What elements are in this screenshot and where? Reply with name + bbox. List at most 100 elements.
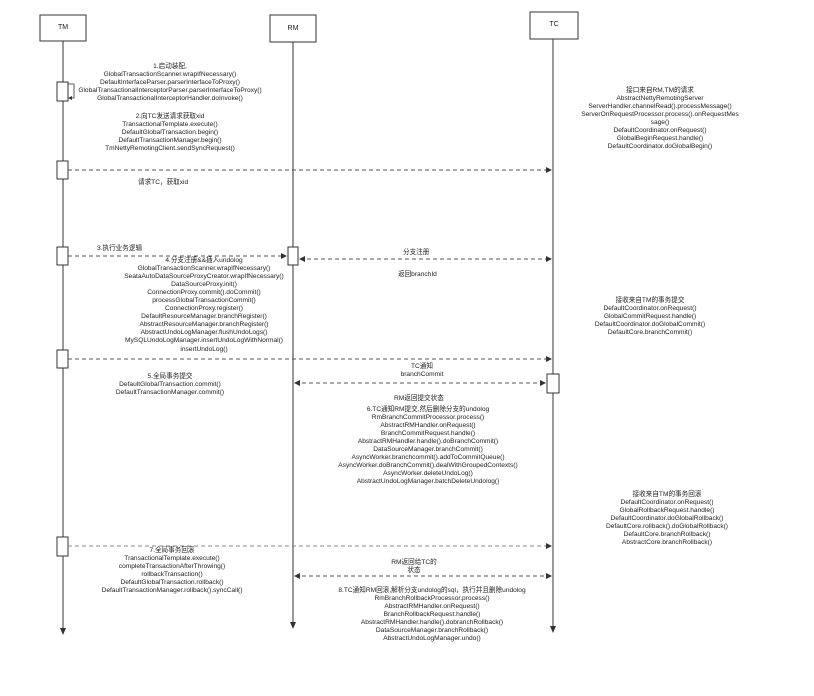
note-tc-notify-rm-commit-line: DataSourceManager.branchCommit() [373, 446, 483, 454]
note-tc-notify-rm-commit-line: AsyncWorker.branchcommit().addToCommitQu… [351, 454, 505, 462]
note-global-commit-line: 5.全局事务提交 [147, 373, 193, 380]
note-tc-notify-rm-rollback-line: AbstractUndoLogManager.undo() [383, 635, 481, 643]
note-tc-notify-rm-rollback-line: RmBranchRollbackProcessor.process() [374, 595, 490, 603]
note-tc-rollback-received-line: DefaultCore.rollback().doGlobalRollback(… [605, 523, 729, 531]
label-tc-notify-branch-commit-line: TC通知 [411, 363, 433, 370]
tc-activation-1 [546, 373, 560, 394]
label-rm-return-tc-status-line: RM返回给TC的 [391, 559, 437, 566]
note-tc-commit-received-line: DefaultCore.branchCommit() [607, 329, 693, 337]
participant-tm-box [39, 14, 87, 42]
note-tc-notify-rm-rollback-line: DataSourceManager.branchRollback() [375, 627, 489, 635]
note-tc-commit-received-line: DefaultCoordinator.doGlobalCommit() [594, 321, 706, 329]
note-tc-notify-rm-rollback: 8.TC通知RM回滚,解析分支undolog的sql，执行并且删除undolog… [300, 587, 564, 643]
note-get-xid-line: DefaultGlobalTransaction.begin() [121, 129, 219, 137]
note-tc-request-line: sage() [650, 119, 670, 127]
note-get-xid-line: TmNettyRemotingClient.sendSyncRequest() [105, 145, 235, 153]
note-tc-request-line: ServerHandler.channelRead().processMessa… [588, 103, 732, 111]
note-tc-notify-rm-rollback-line: AbstractRMHandler.onRequest() [384, 603, 480, 611]
note-global-rollback-line: completeTransactionAfterThrowing() [118, 563, 226, 571]
note-tc-rollback-received-line: 接收来自TM的事务回滚 [632, 491, 702, 498]
note-tc-notify-rm-commit-line: AsyncWorker.doBranchCommit().dealWithGro… [338, 462, 518, 470]
note-tc-request-line: GlobalBeginRequest.handle() [616, 135, 704, 143]
label-rm-return-tc-status: RM返回给TC的状态 [364, 559, 464, 575]
note-global-commit-line: DefaultGlobalTransaction.commit() [119, 381, 221, 389]
note-tc-request-line: AbstractNettyRemotingServer [616, 95, 704, 103]
label-request-xid: 请求TC，获取xid [138, 179, 189, 186]
note-branch-register-undolog-line: insertUndoLog() [180, 345, 228, 353]
tm-activation-3 [56, 246, 69, 266]
note-branch-register-undolog-line: AbstractUndoLogManager.flushUndoLogs() [140, 329, 268, 337]
note-tc-commit-received-line: GlobalCommitRequest.handle() [603, 313, 697, 321]
note-branch-register-undolog-line: MySQLUndoLogManager.insertUndoLogWithNor… [125, 337, 283, 345]
note-global-rollback-line: DefaultGlobalTransaction.rollback() [120, 579, 224, 587]
tm-activation-5 [56, 536, 69, 557]
note-startup-line: 1.启动装配, [153, 63, 187, 70]
note-global-commit-line: DefaultTransactionManager.commit() [115, 389, 225, 397]
note-get-xid-line: DefaultTransactionManager.begin() [118, 137, 222, 145]
note-get-xid-line: 2.向TC发送请求获取xid [135, 113, 205, 120]
note-branch-register-undolog-line: GlobalTransactionScanner.wrapIfNecessary… [137, 265, 271, 273]
label-tc-notify-branch-commit-line: branchCommit [400, 371, 444, 379]
tm-lifeline-end-arrow [60, 628, 66, 635]
label-business-logic: 3.执行业务逻辑 [97, 245, 143, 252]
note-branch-register-undolog-line: AbstractResourceManager.branchRegister() [139, 321, 269, 329]
tm-self-call-arrow [68, 96, 72, 100]
tm-activation-4 [56, 349, 69, 369]
participant-tm-label: TM [57, 24, 69, 31]
note-tc-notify-rm-commit-line: AbstractRMHandler.onRequest() [380, 422, 476, 430]
label-rm-return-commit: RM返回提交状态 [394, 395, 444, 402]
note-branch-register-undolog-line: SeataAutoDataSourceProxyCreator.wrapIfNe… [124, 273, 284, 281]
note-startup-line: GlobalTransactionalInterceptorHandler.do… [97, 95, 243, 103]
participant-rm-label: RM [287, 25, 299, 32]
note-tc-request-line: DefaultCoordinator.doGlobalBegin() [607, 143, 713, 151]
note-tc-rollback-received-line: DefaultCoordinator.onRequest() [620, 499, 714, 507]
label-branch-register: 分支注册 [403, 249, 430, 256]
note-tc-rollback-received-line: DefaultCore.branchRollback() [623, 531, 711, 539]
note-tc-notify-rm-commit-line: 6.TC通知RM提交,然后删除分支的undolog [366, 406, 490, 413]
note-branch-register-undolog-line: DefaultResourceManager.branchRegister() [141, 313, 267, 321]
note-branch-register-undolog-line: ConnectionProxy.commit().doCommit() [147, 289, 261, 297]
label-return-branchid: 返回branchId [398, 271, 437, 278]
note-tc-notify-rm-commit-line: BranchCommitRequest.handle() [380, 430, 476, 438]
note-global-rollback-line: rollbackTransaction() [141, 571, 203, 579]
note-global-rollback-line: TransactionalTemplate.execute() [124, 555, 220, 563]
note-tc-rollback-received-line: DefaultCoordinator.doGlobalRollback() [610, 515, 724, 523]
tm-activation-2 [56, 160, 69, 180]
note-tc-notify-rm-commit-line: RmBranchCommitProcessor.process() [371, 414, 485, 422]
note-get-xid-line: TransactionalTemplate.execute() [122, 121, 218, 129]
label-rm-return-tc-status-line: 状态 [407, 567, 421, 575]
note-tc-commit-received-line: 接收来自TM的事务提交 [615, 297, 685, 304]
rm-lifeline-end-arrow [290, 622, 296, 629]
note-startup: 1.启动装配,GlobalTransactionScanner.wrapIfNe… [70, 63, 270, 103]
note-tc-request-line: ServerOnRequestProcessor.process().onReq… [581, 111, 739, 119]
tm-activation-1 [56, 81, 69, 102]
note-branch-register-undolog-line: ConnectionProxy.register() [165, 305, 243, 313]
note-startup-line: GlobalTransactionalInterceptorParser.par… [78, 87, 262, 95]
note-branch-register-undolog-line: processGlobalTransactionCommit() [152, 297, 256, 305]
note-branch-register-undolog-line: 4.分支注册&&插入undolog [165, 257, 243, 264]
note-tc-request-line: DefaultCoordinator.onRequest() [613, 127, 707, 135]
participant-tc-box [529, 11, 579, 40]
note-branch-register-undolog-line: DataSourceProxy.init() [171, 281, 237, 289]
note-tc-notify-rm-commit-line: AsyncWorker.deleteUndoLog() [383, 470, 473, 478]
participant-tc-label: TC [549, 21, 559, 28]
rm-activation-1 [287, 246, 299, 266]
note-tc-request-line: 接口来自RM,TM的请求 [626, 87, 694, 94]
note-tc-rollback-received-line: AbstractCore.branchRollback() [621, 539, 713, 547]
note-startup-line: GlobalTransactionScanner.wrapIfNecessary… [103, 71, 237, 79]
tc-lifeline-end-arrow [550, 626, 556, 633]
note-startup-line: DefaultInterfaceParser.parserInterfaceTo… [100, 79, 240, 87]
participant-rm-box [269, 14, 317, 43]
note-global-rollback-line: DefaultTransactionManager.rollback().syn… [101, 587, 243, 595]
note-tc-notify-rm-rollback-line: BranchRollbackRequest.handle() [383, 611, 481, 619]
